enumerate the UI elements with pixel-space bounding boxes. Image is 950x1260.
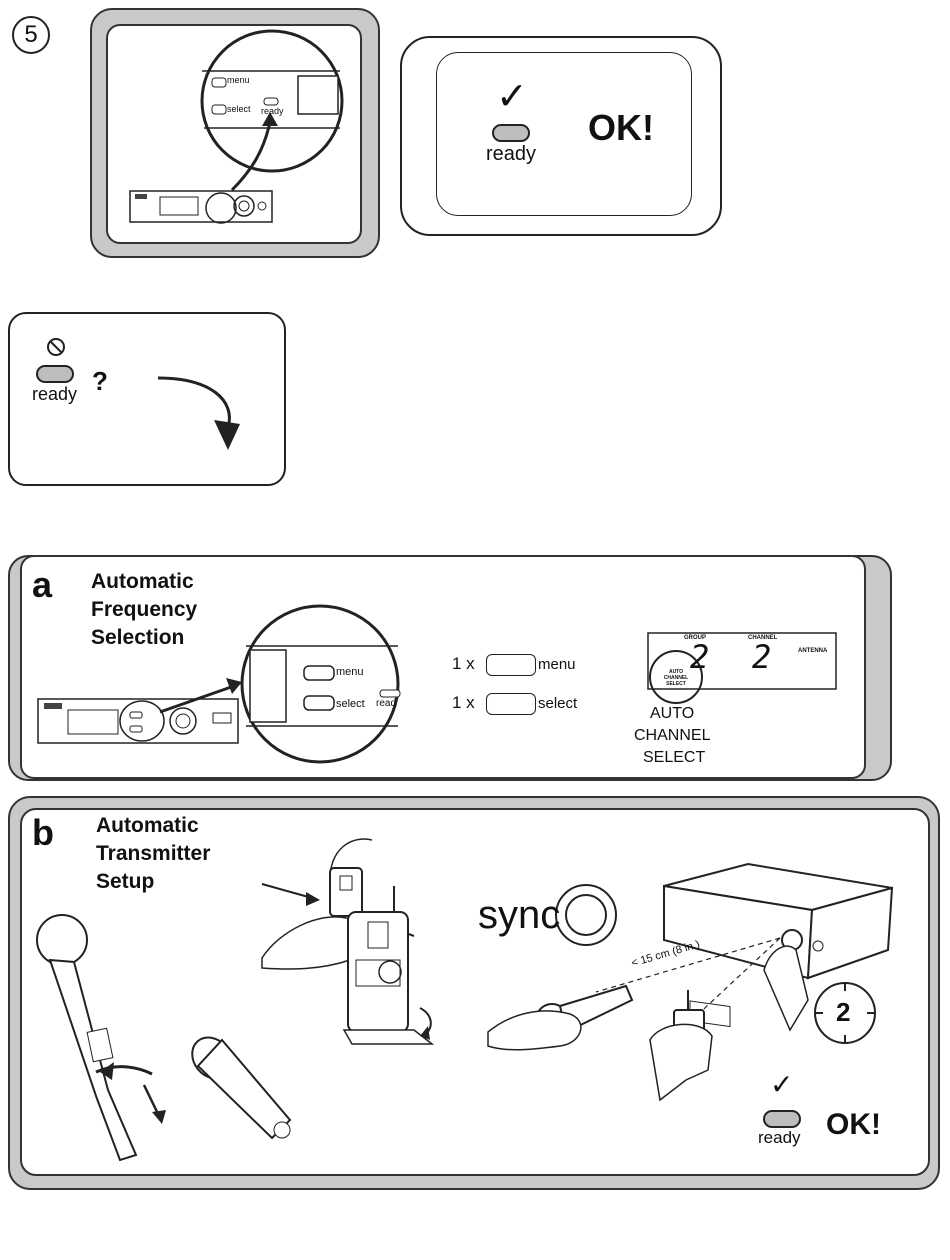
step5-ready-label: ready: [261, 106, 284, 116]
step5-select-label: select: [227, 104, 251, 114]
section-a-zoom-ready-label: read: [376, 698, 396, 709]
not-ready-led: [36, 365, 74, 383]
ok-panel: [400, 36, 722, 236]
auto-label-line1: AUTO: [650, 705, 694, 723]
press-select-count: 1 x: [452, 693, 475, 713]
section-a-zoom-menu-button: [304, 666, 334, 680]
step5-select-button: [212, 105, 226, 114]
section-a-title-1: Automatic: [91, 570, 194, 594]
press-menu-button: [486, 654, 536, 676]
press-select-button: [486, 693, 536, 715]
auto-label-line2: CHANNEL: [634, 727, 710, 745]
step5-menu-button: [212, 78, 226, 87]
sync-ready-led: [763, 1110, 801, 1128]
display-antenna-label: ANTENNA: [798, 648, 827, 654]
sync-ready-label: ready: [758, 1128, 801, 1148]
microphone-battery: [184, 1030, 290, 1138]
sync-ok-text: OK!: [826, 1108, 881, 1142]
not-ready-label: ready: [32, 384, 77, 405]
ok-text: OK!: [588, 107, 654, 149]
section-a-zoom-select-button: [304, 696, 334, 710]
sync-label: sync: [478, 893, 560, 938]
not-ready-question: ?: [92, 366, 108, 397]
press-menu-count: 1 x: [452, 654, 475, 674]
ok-ready-label: ready: [486, 143, 536, 166]
ok-checkmark-icon: ✓: [496, 74, 528, 118]
hand-held-mic-sync: [488, 986, 632, 1050]
section-a-zoom-menu-label: menu: [336, 666, 364, 678]
auto-label-line3: SELECT: [643, 749, 705, 767]
press-select-label: select: [538, 695, 577, 712]
section-b-illustration: [0, 800, 950, 1180]
press-menu-label: menu: [538, 656, 576, 673]
curved-down-arrow: [158, 378, 229, 428]
sync-button-icon: [556, 885, 616, 945]
prohibited-icon: [48, 339, 64, 355]
step5-menu-label: menu: [227, 75, 250, 85]
step5-ready-led: [264, 98, 278, 105]
section-a-zoom-select-label: select: [336, 698, 365, 710]
display-group-value: 2: [690, 638, 709, 676]
timer-value: 2: [836, 997, 850, 1028]
display-auto-small-label: AUTO CHANNEL SELECT: [660, 669, 692, 687]
display-channel-value: 2: [752, 638, 771, 676]
sync-ok-checkmark-icon: ✓: [770, 1068, 793, 1101]
section-a-illustration: [0, 600, 950, 780]
ok-ready-led: [492, 124, 530, 142]
handheld-microphone: [37, 915, 166, 1160]
